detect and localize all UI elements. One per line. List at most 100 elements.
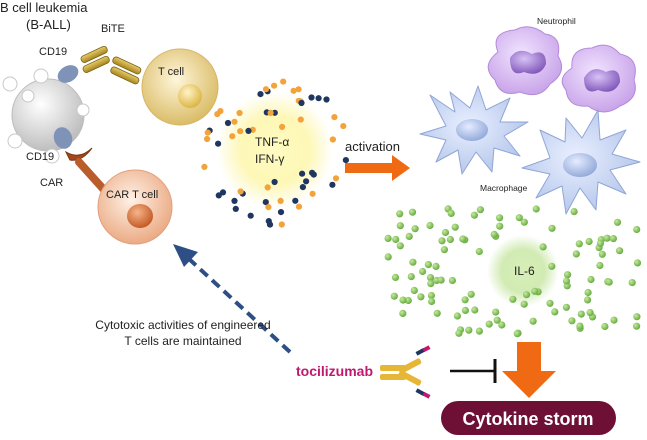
cytokine-dot [265,204,272,211]
il6-dot [428,297,436,306]
activation-label: activation [345,139,400,154]
il6-dot [448,276,456,285]
il6-dot [476,206,484,214]
neutrophil-cell [561,44,636,113]
il6-dot [390,292,398,300]
cytokine-dot [271,82,278,89]
tnf-label: TNF-α [255,135,289,149]
il6-dot [576,322,584,330]
cytokine-dot [204,135,211,143]
il6-dot [601,322,609,331]
cytokine-storm-label: Cytokine storm [462,409,593,429]
cytokine-dot [332,175,340,182]
cytokine-dot [204,129,211,136]
il6-dot [616,247,624,255]
il6-dot [391,273,400,281]
cytokine-dot [247,212,254,219]
cytokine-dot [309,169,316,176]
il6-dot [440,246,448,254]
il6-label: IL-6 [514,264,535,278]
il6-dot [384,234,392,242]
il6-dot [584,296,592,304]
cytokine-dots [201,78,349,228]
il6-dot [513,330,521,338]
neutrophil-cell [487,26,563,96]
tocilizumab-antibody-icon [380,345,431,399]
cytokine-dot [277,197,284,204]
il6-dot [633,225,641,234]
cytokine-dot [299,170,306,177]
il6-glow [487,235,559,307]
cytokine-dot [298,99,305,107]
storm-down-arrow [502,342,556,398]
title-line2: (B-ALL) [26,17,71,32]
cytokine-dot [342,157,349,164]
il6-dot [496,222,504,230]
il6-dot [492,308,500,316]
cytokine-dot [279,123,286,130]
cytokine-dot [266,221,274,228]
il6-dot [585,237,593,246]
il6-dot [427,291,435,300]
il6-dot [605,278,613,286]
il6-dot [433,309,441,317]
il6-dot [432,262,440,270]
il6-dot [522,291,531,299]
il6-dot [438,237,446,245]
t-cell-label: T cell [158,66,184,78]
t-cell [141,48,219,126]
il6-dot [548,224,556,232]
car-t-cell [97,169,173,245]
il6-dot [455,329,463,337]
il6-dot [520,218,528,226]
il6-dot [453,312,461,320]
il6-dot [493,316,501,324]
cytokine-dot [277,209,285,216]
cytokine-dot [299,184,306,191]
il6-dot [404,296,412,305]
il6-dot [410,286,418,294]
cytokine-dot [271,178,278,186]
cytokine-dot [215,192,222,199]
il6-dot [426,274,435,282]
il6-dot [531,287,539,295]
il6-dot [470,211,478,219]
il6-dot [564,271,572,279]
il6-dot [461,306,469,314]
il6-dot [551,308,559,316]
car-receptor-head [64,147,93,161]
il6-dot [520,300,528,308]
cytokine-dot [229,133,236,140]
il6-dot [633,313,641,321]
car-t-cell-label: CAR T cell [106,189,158,201]
il6-dot [610,316,618,324]
cytokine-dot [323,96,330,103]
cytokine-storm-box [441,401,616,435]
cytokine-dot [257,91,264,98]
cytokine-dot [231,197,238,204]
macrophage-cell [419,85,529,175]
il6-dot [584,288,592,297]
cytokine-dot [224,119,232,127]
cytokine-dot [340,123,347,130]
tocilizumab-label: tocilizumab [296,363,373,379]
cytokine-dot [262,199,269,206]
il6-dot [396,242,404,250]
il6-dot [529,317,537,325]
macrophage-cell [521,109,641,215]
il6-dot [426,221,434,230]
cytotoxic-line1: Cytotoxic activities of engineered [95,318,270,332]
il6-dot [399,296,407,304]
cytokine-dot [309,190,316,197]
maintained-dashed-arrow-shaft [186,256,292,354]
il6-dot [609,235,618,243]
activation-arrow [345,155,410,181]
il6-dot [475,247,483,256]
il6-dot [471,306,479,314]
il6-dot [467,290,475,298]
il6-dot [465,326,473,334]
cd19-receptor-top [57,65,79,83]
il6-dot [419,267,427,276]
bite-antibody [80,45,142,85]
